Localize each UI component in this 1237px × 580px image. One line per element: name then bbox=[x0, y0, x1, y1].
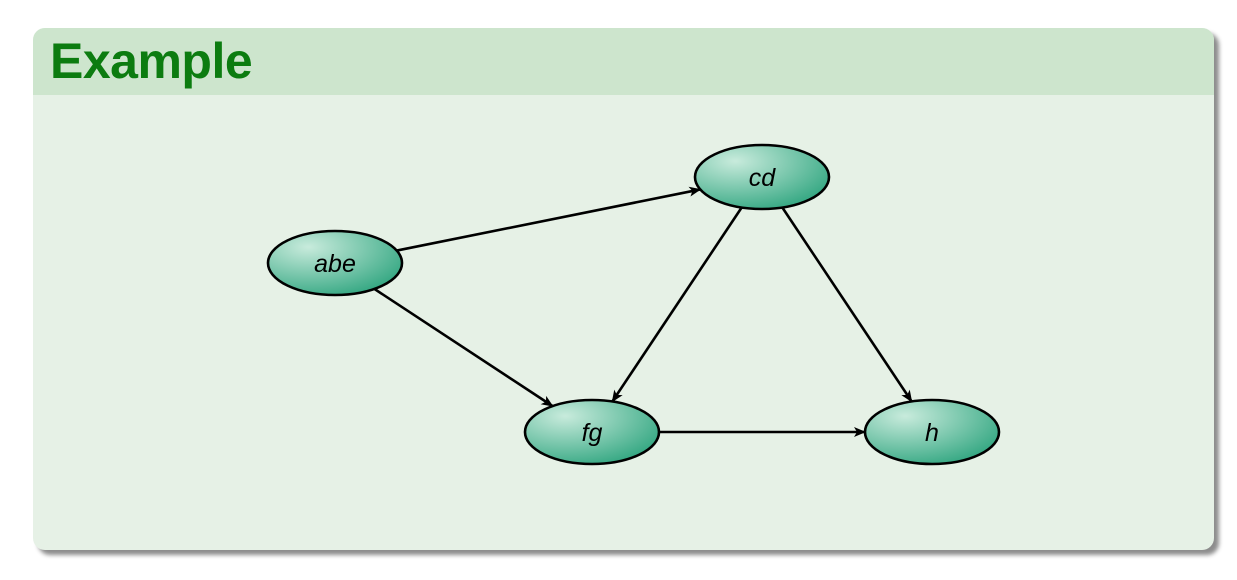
example-block: Example bbox=[33, 28, 1214, 550]
node-label-h: h bbox=[925, 419, 939, 447]
node-label-abe: abe bbox=[314, 250, 356, 278]
edge-cd-to-h bbox=[781, 206, 913, 403]
edges-layer bbox=[373, 186, 913, 437]
node-ellipse-fg bbox=[523, 398, 661, 466]
node-cd: cd bbox=[693, 143, 831, 211]
node-label-cd: cd bbox=[749, 164, 777, 192]
block-header: Example bbox=[33, 28, 1214, 95]
node-h: h bbox=[863, 398, 1001, 466]
node-abe: abe bbox=[266, 229, 404, 297]
edge-abe-to-fg bbox=[373, 287, 554, 408]
node-ellipse-abe bbox=[266, 229, 404, 297]
edge-abe-to-cd bbox=[396, 186, 702, 252]
node-ellipse-h bbox=[863, 398, 1001, 466]
nodes-layer: abe cd fg h bbox=[266, 143, 1001, 466]
edge-cd-to-fg bbox=[611, 206, 743, 403]
node-ellipse-cd bbox=[693, 143, 831, 211]
block-title: Example bbox=[50, 33, 253, 89]
node-fg: fg bbox=[523, 398, 661, 466]
node-label-fg: fg bbox=[582, 419, 603, 447]
